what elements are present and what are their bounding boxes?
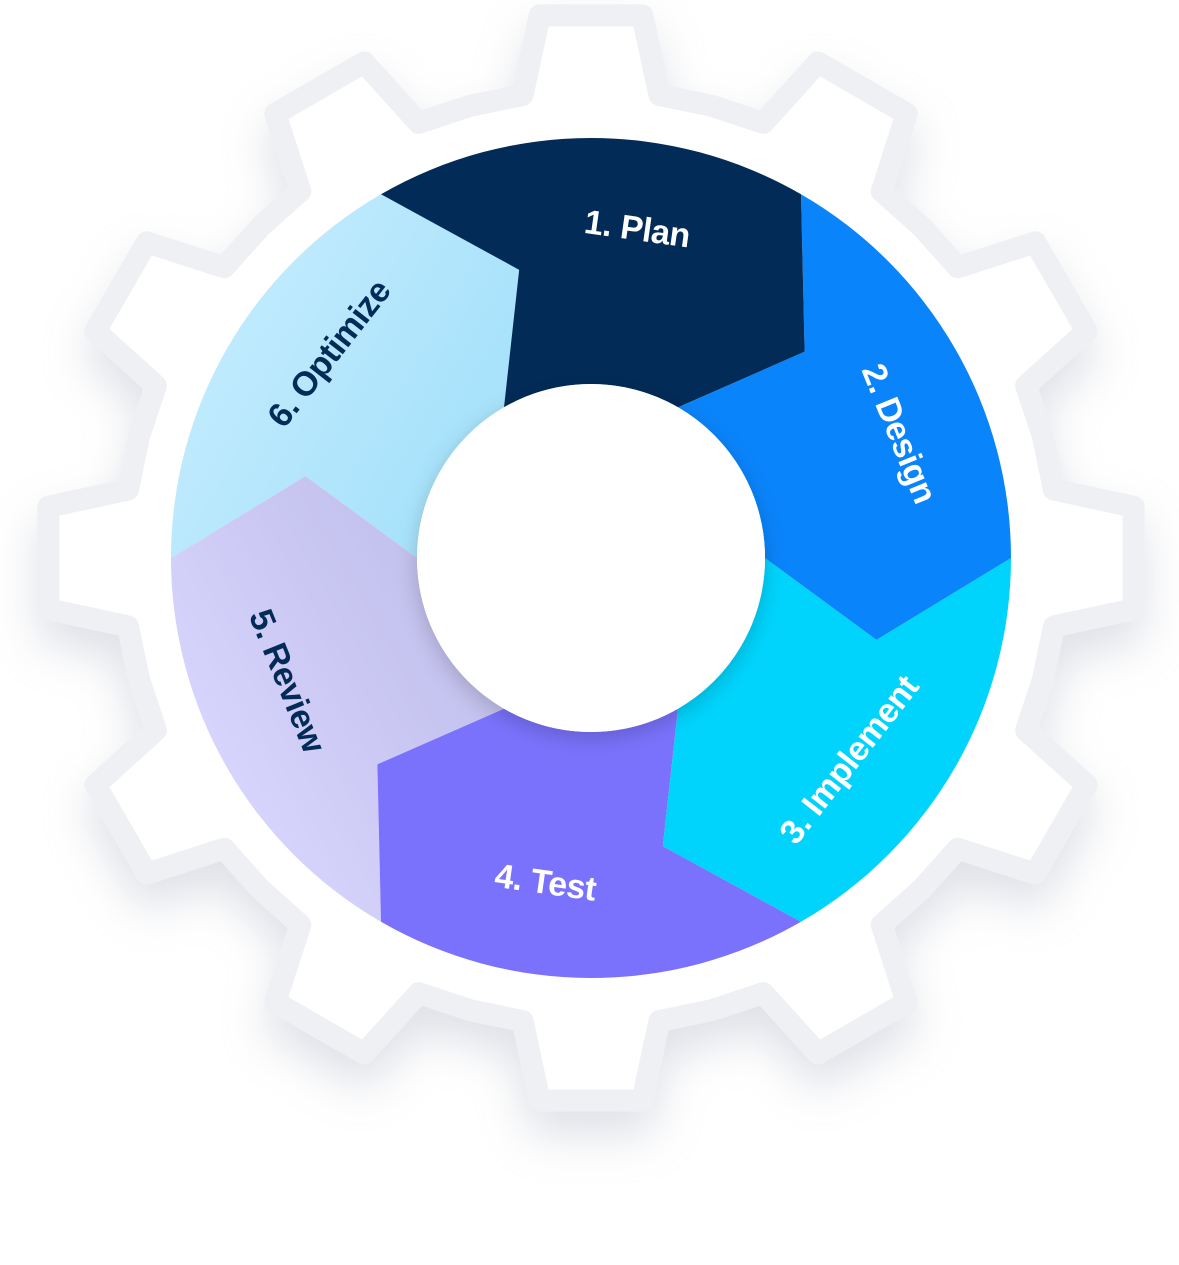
- center-hub: [417, 384, 765, 732]
- cycle-segment-2: [678, 194, 1011, 640]
- cycle-segment-6: [171, 194, 520, 558]
- cycle-segment-4: [377, 708, 801, 978]
- cycle-segment-5: [171, 476, 504, 922]
- cycle-segment-1: [381, 138, 805, 408]
- cycle-segment-3: [662, 558, 1011, 922]
- cycle-ring: [171, 138, 1011, 978]
- center-hub-circle: [417, 384, 765, 732]
